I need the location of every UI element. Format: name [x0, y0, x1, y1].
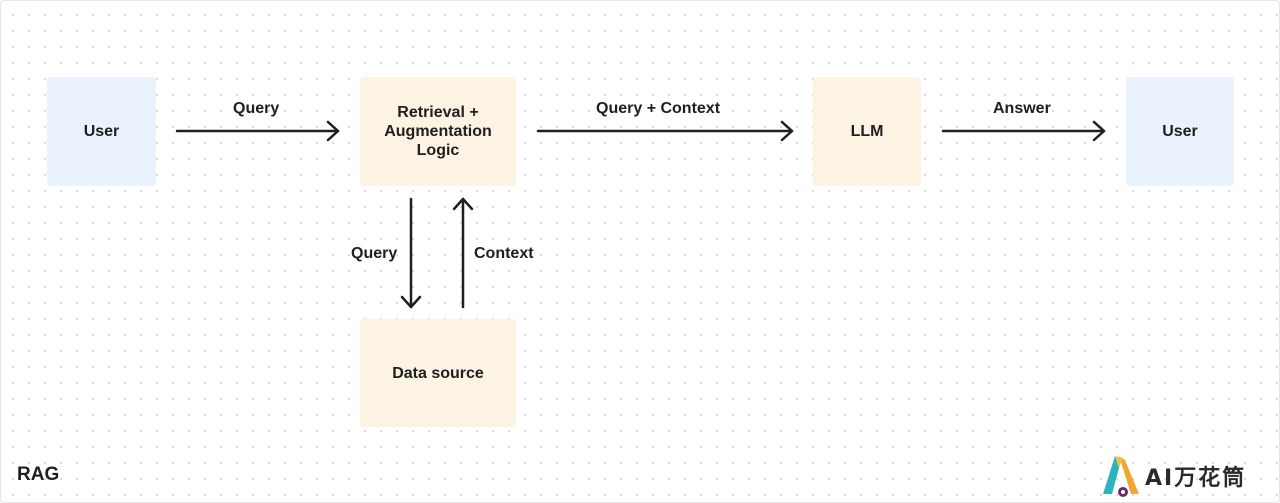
data-source-node-label: Data source — [392, 364, 484, 382]
edge-label-source-query: Query — [351, 245, 398, 262]
user-node-left-label: User — [83, 123, 120, 140]
edge-label-query-context: Query + Context — [596, 100, 721, 117]
arrow-retrieval-to-llm — [536, 120, 794, 142]
user-node-right-label: User — [1162, 123, 1198, 140]
arrow-source-to-retrieval — [452, 197, 474, 309]
edge-label-user-query: Query — [233, 100, 280, 117]
arrow-llm-to-user — [941, 120, 1106, 142]
retrieval-node-label: Retrieval + Augmentation Logic — [384, 104, 492, 159]
diagram-title: RAG — [17, 464, 60, 485]
data-source-node[interactable]: Data source — [360, 319, 516, 427]
llm-node-label: LLM — [850, 123, 884, 140]
edge-label-answer: Answer — [993, 100, 1051, 117]
brand-logo-text: AI万花筒 — [1145, 466, 1247, 491]
brand-logo: AI万花筒 — [1101, 453, 1246, 499]
user-node-left[interactable]: User — [47, 77, 156, 186]
arrow-retrieval-to-source — [400, 197, 422, 309]
kaleidoscope-icon — [1103, 456, 1139, 497]
arrow-user-to-retrieval — [175, 120, 340, 142]
llm-node[interactable]: LLM — [813, 77, 921, 186]
user-node-right[interactable]: User — [1126, 77, 1234, 186]
edge-label-source-context: Context — [474, 245, 534, 262]
retrieval-augmentation-node[interactable]: Retrieval + Augmentation Logic — [360, 77, 516, 186]
